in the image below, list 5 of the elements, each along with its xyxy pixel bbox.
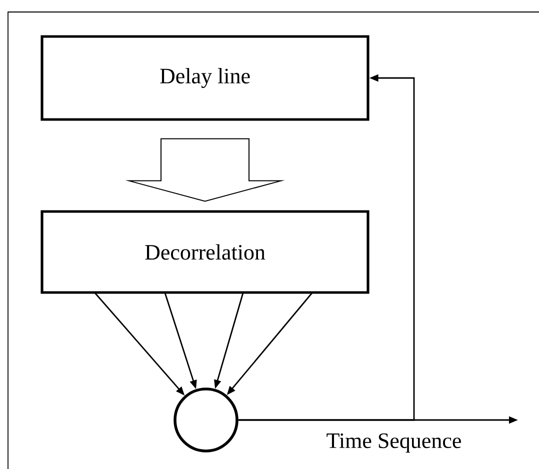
edge-label: Time Sequence: [325, 432, 463, 454]
summing-circle: [174, 388, 238, 452]
process-box: Delay line: [40, 35, 370, 121]
block-arrow: [125, 138, 285, 202]
process-box: Decorrelation: [40, 210, 370, 294]
